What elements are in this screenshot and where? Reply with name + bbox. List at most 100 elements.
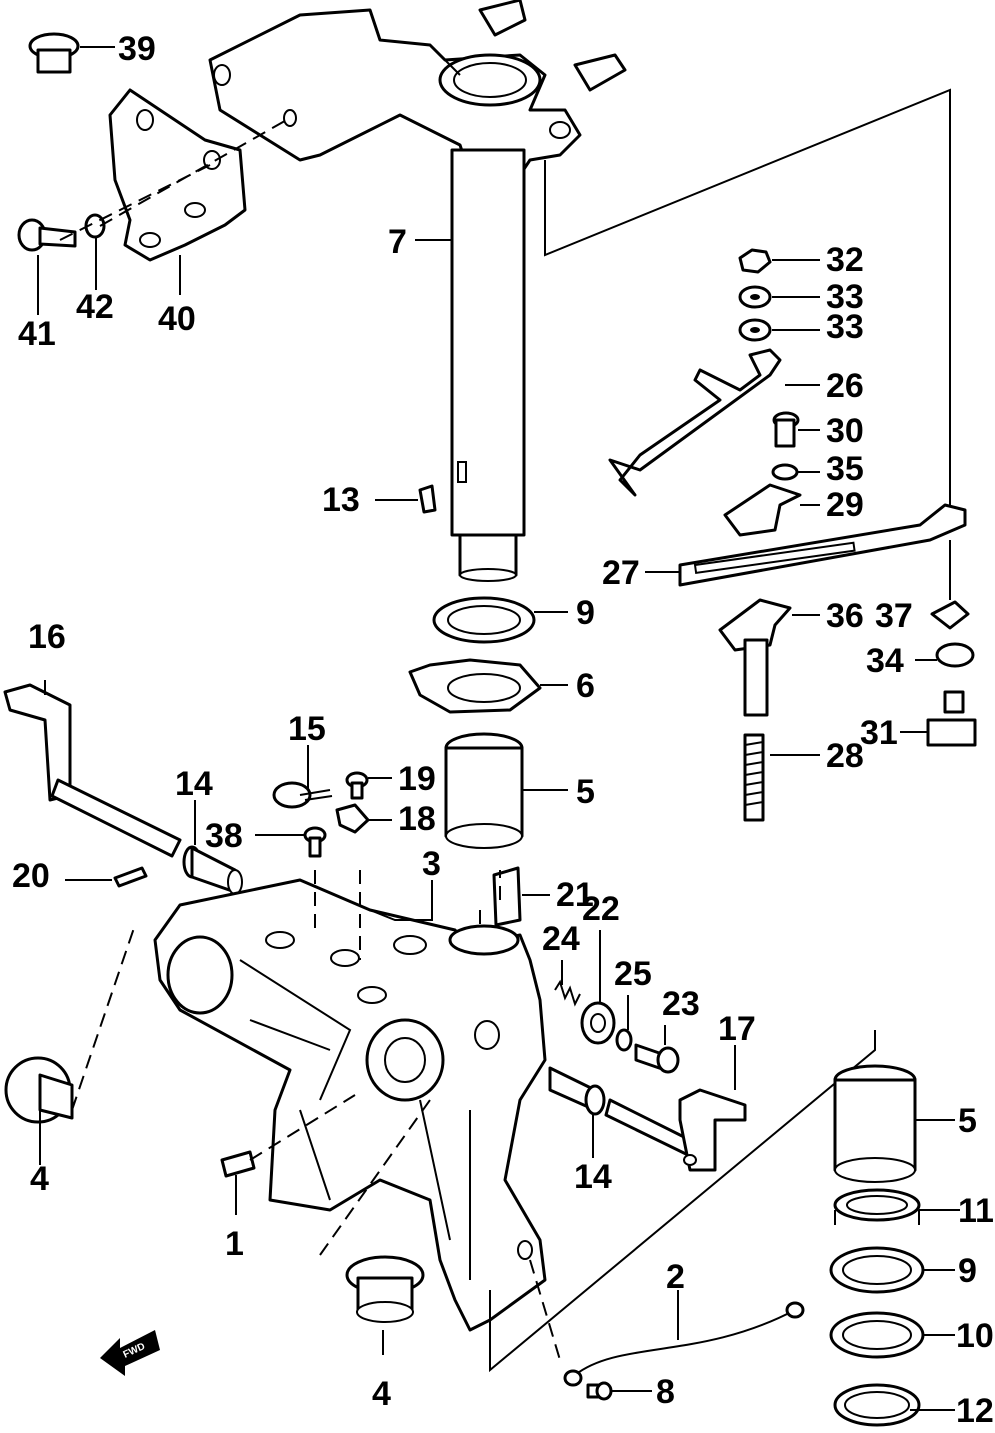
callout-41: 41 — [18, 315, 56, 353]
washer-34 — [935, 642, 975, 668]
callout-37: 37 — [875, 597, 913, 635]
callout-33a: 33 — [826, 278, 864, 316]
screw-19 — [345, 771, 369, 800]
stud-28 — [743, 733, 765, 822]
callout-2: 2 — [666, 1258, 685, 1296]
callout-14-left: 14 — [175, 765, 213, 803]
washer-25 — [615, 1028, 633, 1052]
callout-16: 16 — [28, 618, 66, 656]
assembly-line-lower-right — [489, 1030, 876, 1373]
callout-42: 42 — [76, 288, 114, 326]
bushing-5-lower — [833, 1064, 917, 1183]
assembly-line-4-bottom — [319, 1099, 431, 1256]
washer-9-lower — [829, 1246, 925, 1294]
spring-15 — [272, 781, 333, 809]
ring-11 — [833, 1188, 921, 1225]
callout-10: 10 — [956, 1317, 994, 1355]
callout-17: 17 — [718, 1010, 756, 1048]
plate-6 — [408, 658, 542, 714]
callout-26: 26 — [826, 367, 864, 405]
callout-22: 22 — [582, 890, 620, 928]
ground-wire-2 — [574, 1309, 796, 1376]
bushing-14-right — [548, 1066, 606, 1116]
knob-22 — [580, 1001, 616, 1045]
assembly-line-right — [544, 88, 951, 600]
link-rod-27 — [678, 503, 967, 587]
fwd-arrow-icon: FWD — [100, 1330, 160, 1376]
callout-19: 19 — [398, 760, 436, 798]
nut-32 — [738, 248, 772, 274]
swivel-bracket-3 — [153, 878, 547, 1332]
callout-34: 34 — [866, 642, 904, 680]
callout-9-lower: 9 — [958, 1252, 977, 1290]
clip-37 — [930, 600, 970, 630]
lever-17 — [604, 1088, 747, 1172]
callout-21: 21 — [556, 876, 594, 914]
bolt-41 — [17, 218, 77, 252]
callout-12: 12 — [956, 1392, 994, 1430]
callout-25: 25 — [614, 955, 652, 993]
shaft-36 — [743, 638, 769, 717]
lever-29 — [723, 483, 802, 537]
snap-ring-12 — [833, 1383, 921, 1427]
bushing-14-left — [182, 845, 243, 895]
callout-31: 31 — [860, 714, 898, 752]
bushing-5-upper — [444, 732, 524, 849]
grease-fitting-1 — [220, 1150, 256, 1178]
callout-36: 36 — [826, 597, 864, 635]
washer-10 — [829, 1311, 925, 1359]
callout-24: 24 — [542, 920, 580, 958]
callout-3: 3 — [422, 845, 441, 883]
assembly-line-tube — [314, 870, 501, 960]
leader-lines — [37, 46, 960, 1411]
callout-30: 30 — [826, 412, 864, 450]
spring-24 — [554, 979, 581, 1007]
callout-39: 39 — [118, 30, 156, 68]
callout-35: 35 — [826, 450, 864, 488]
steering-bracket-top — [208, 0, 627, 177]
lever-36 — [718, 598, 792, 652]
callout-7: 7 — [388, 223, 407, 261]
bushing-4-bottom — [345, 1255, 425, 1323]
callout-23: 23 — [662, 985, 700, 1023]
washer-35 — [771, 463, 799, 481]
clip-18 — [335, 803, 370, 834]
knob-31 — [926, 690, 977, 747]
callout-8: 8 — [656, 1373, 675, 1411]
callout-29: 29 — [826, 486, 864, 524]
sleeve-21 — [492, 866, 522, 927]
callout-20: 20 — [12, 857, 50, 895]
callout-9-upper: 9 — [576, 594, 595, 632]
callout-6: 6 — [576, 667, 595, 705]
lock-washer-33b — [738, 318, 772, 342]
callout-14-right: 14 — [574, 1158, 612, 1196]
callout-32: 32 — [826, 241, 864, 279]
callout-11: 11 — [958, 1192, 994, 1230]
assembly-line-4-left — [71, 924, 136, 1111]
key-13 — [418, 484, 437, 514]
callout-18: 18 — [398, 800, 436, 838]
bolt-23 — [634, 1043, 680, 1074]
plug-39 — [28, 32, 80, 74]
washer-9-upper — [432, 596, 536, 644]
callout-38: 38 — [205, 817, 243, 855]
pin-30 — [772, 411, 800, 448]
callout-4-bottom: 4 — [372, 1375, 391, 1413]
bushing-4-left — [4, 1056, 74, 1124]
pin-20 — [113, 866, 148, 888]
lever-16 — [3, 683, 182, 858]
callout-5-upper: 5 — [576, 773, 595, 811]
callout-33b: 33 — [826, 308, 864, 346]
callout-5-lower: 5 — [958, 1102, 977, 1140]
shift-lever-26 — [608, 348, 782, 497]
callout-15: 15 — [288, 710, 326, 748]
callout-labels: 39 7 32 33 33 26 30 35 29 27 36 37 34 31… — [12, 30, 994, 1430]
steering-tube — [450, 148, 526, 582]
callout-1: 1 — [225, 1225, 244, 1263]
callout-40: 40 — [158, 300, 196, 338]
callout-28: 28 — [826, 737, 864, 775]
assembly-line-bolt — [59, 117, 291, 241]
screw-38 — [303, 826, 327, 858]
callout-27: 27 — [602, 554, 640, 592]
